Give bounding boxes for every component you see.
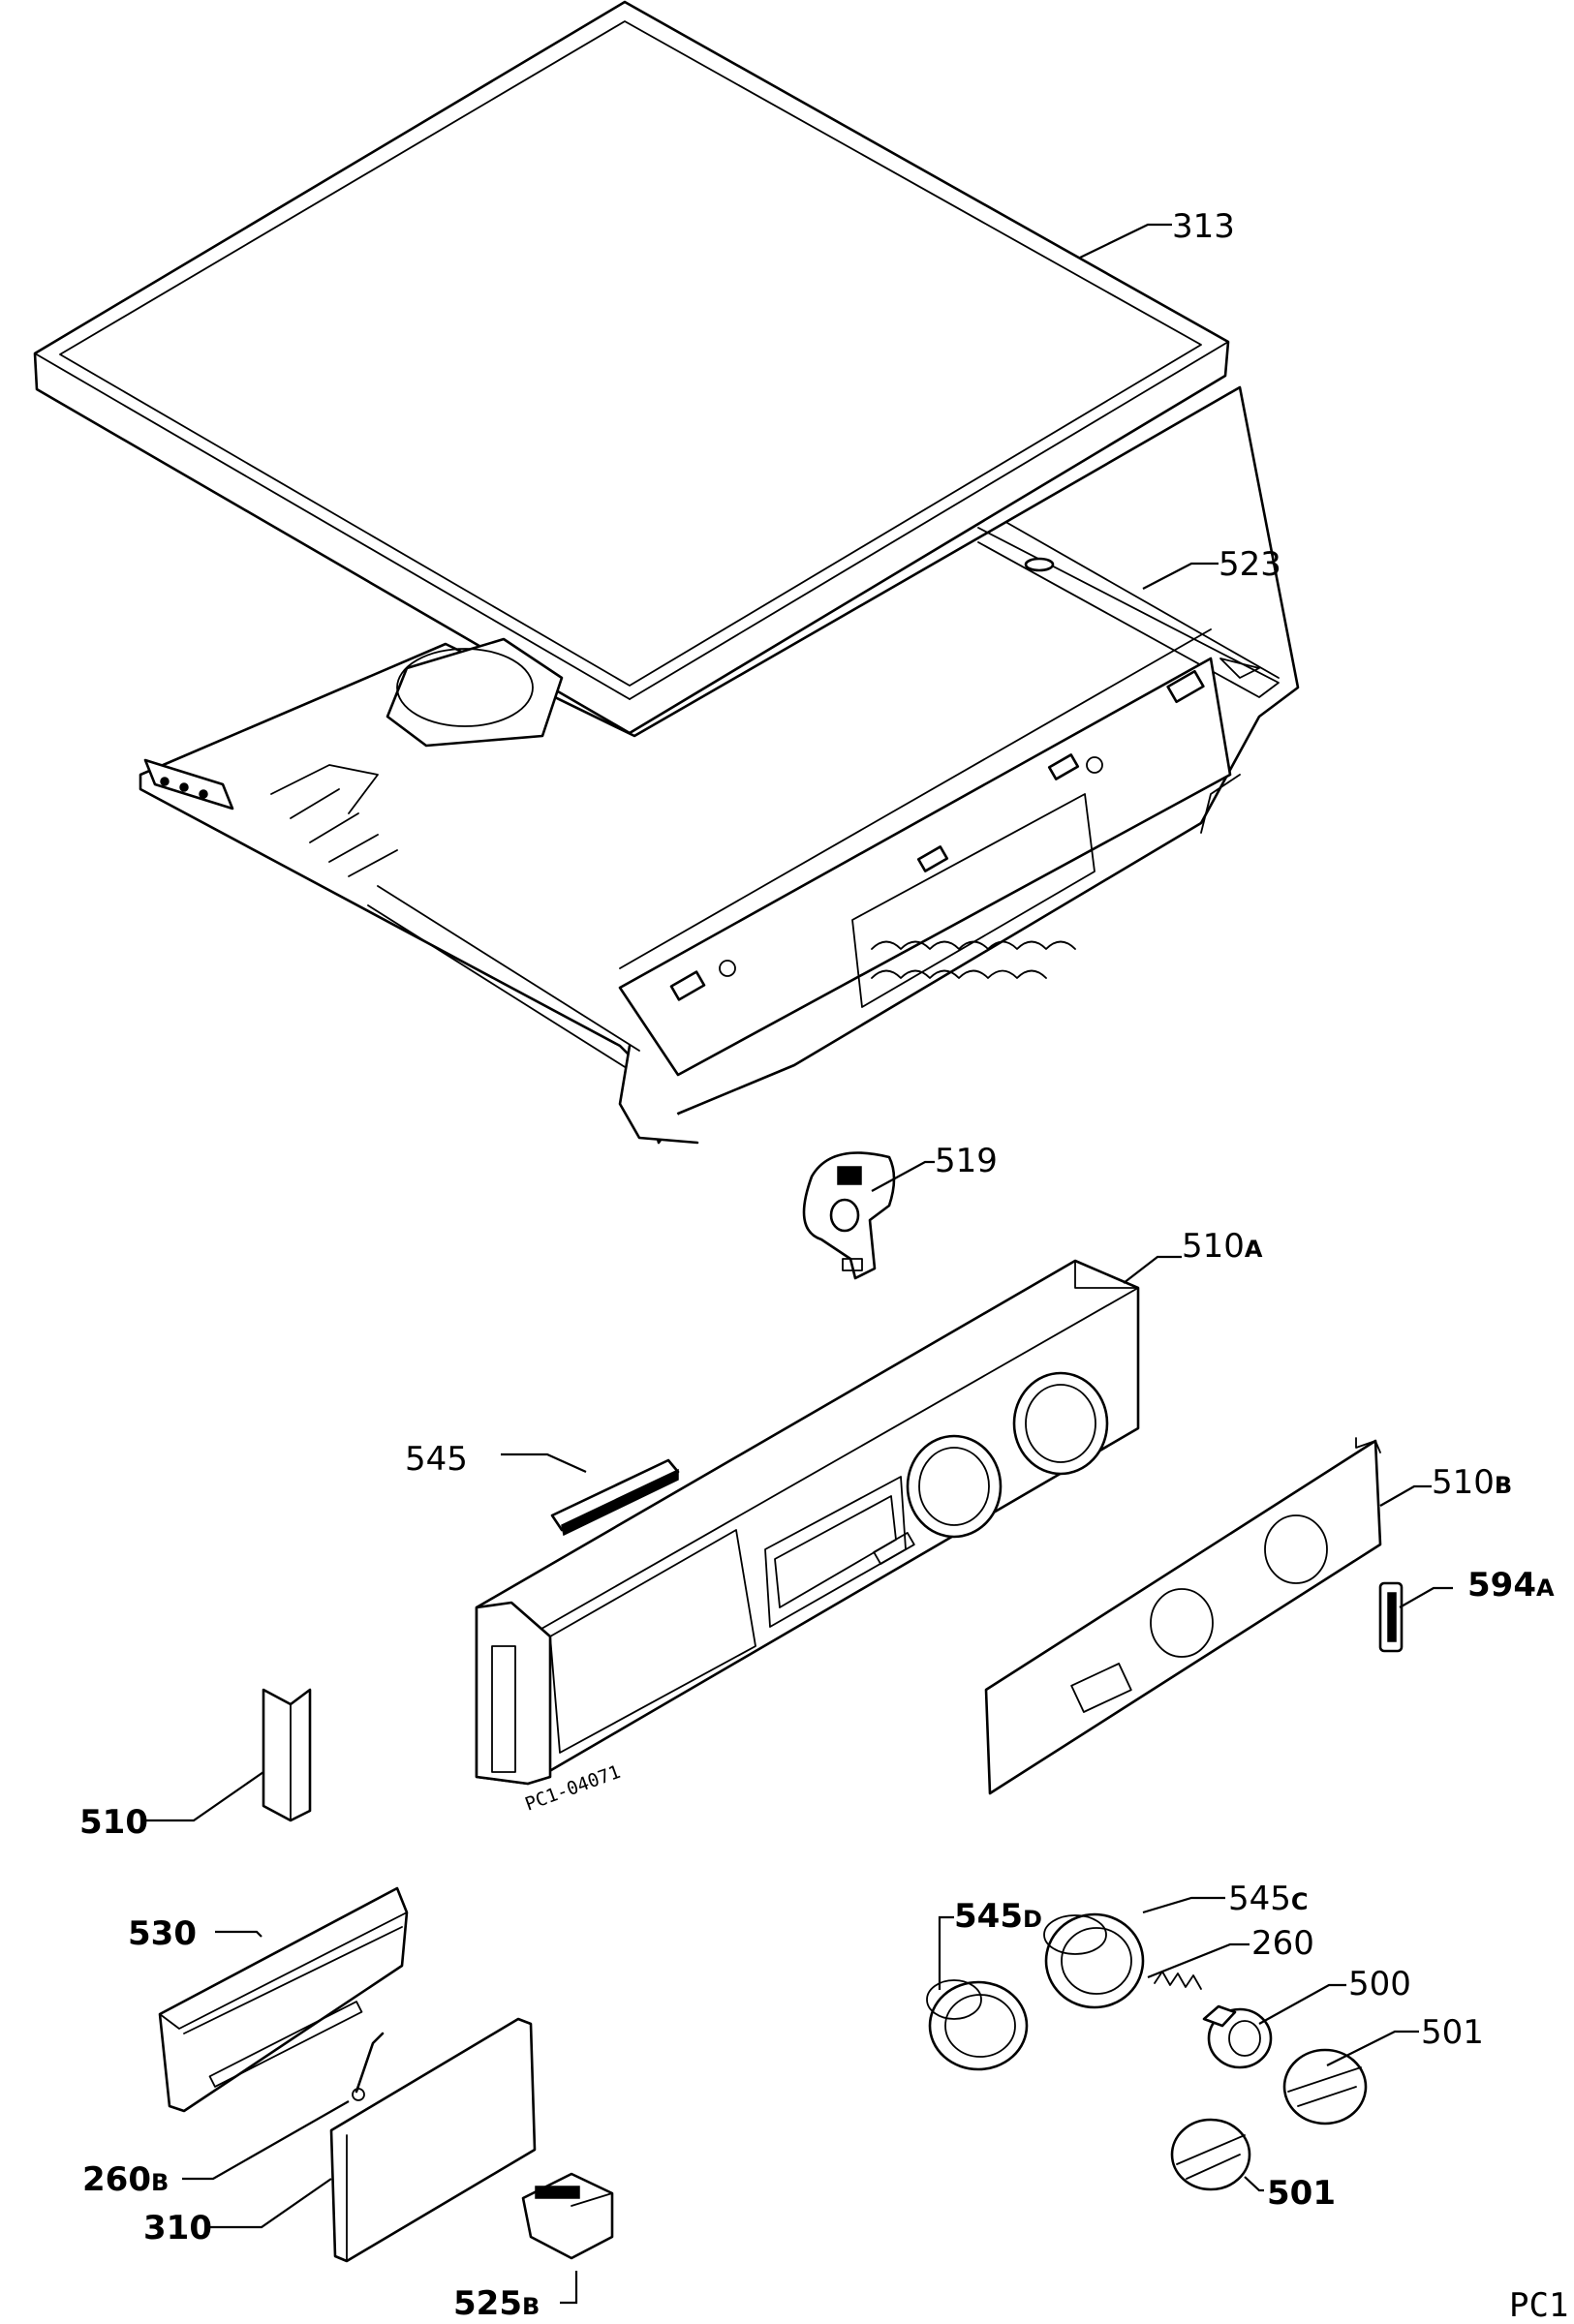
label-510a: 510A bbox=[1182, 1227, 1263, 1266]
label-545: 545 bbox=[405, 1440, 468, 1479]
part-545-strip bbox=[550, 1458, 680, 1537]
label-525b: 525B bbox=[453, 2284, 540, 2323]
part-260b-spring-clip bbox=[352, 2032, 385, 2101]
label-519: 519 bbox=[935, 1142, 998, 1180]
label-501-upper: 501 bbox=[1421, 2013, 1484, 2052]
sheet-code: PC1 bbox=[1509, 2286, 1568, 2324]
part-519-bracket bbox=[802, 1151, 896, 1280]
part-501-upper-knob bbox=[1282, 2048, 1368, 2125]
label-260b: 260B bbox=[82, 2160, 169, 2199]
label-310: 310 bbox=[143, 2209, 212, 2248]
part-501-lower-knob bbox=[1170, 2118, 1251, 2191]
part-313-top-cover bbox=[33, 0, 1230, 735]
part-525b-connector bbox=[521, 2172, 614, 2260]
part-594a-clip bbox=[1378, 1581, 1404, 1653]
part-510-corner-trim bbox=[262, 1688, 312, 1822]
part-545d-knob-sleeve bbox=[926, 1979, 1029, 2071]
label-594a: 594A bbox=[1467, 1566, 1555, 1605]
label-545c: 545C bbox=[1228, 1880, 1309, 1918]
label-313: 313 bbox=[1172, 207, 1235, 246]
callout-labels: 313 523 519 510A 545 510B 594A 510 530 5… bbox=[79, 207, 1568, 2324]
label-545d: 545D bbox=[954, 1897, 1042, 1936]
label-510b: 510B bbox=[1432, 1463, 1512, 1502]
part-260-spring bbox=[1154, 1971, 1202, 1990]
part-510b-fascia-plate bbox=[984, 1437, 1382, 1795]
label-523: 523 bbox=[1219, 545, 1281, 584]
part-310-cover-plate bbox=[329, 2017, 537, 2263]
label-501-lower: 501 bbox=[1267, 2174, 1336, 2213]
part-510a-control-panel: PC1-04071 bbox=[475, 1259, 1140, 1816]
part-545c-knob-ring bbox=[1043, 1912, 1145, 2009]
label-530: 530 bbox=[128, 1914, 197, 1953]
part-500-shaft-adapter bbox=[1202, 2004, 1273, 2069]
part-523-frame bbox=[139, 385, 1300, 1145]
leader-lines bbox=[145, 223, 1453, 2305]
part-530-drawer bbox=[158, 1886, 409, 2113]
label-510: 510 bbox=[79, 1803, 148, 1842]
label-260: 260 bbox=[1251, 1924, 1314, 1963]
label-500: 500 bbox=[1348, 1965, 1411, 2003]
